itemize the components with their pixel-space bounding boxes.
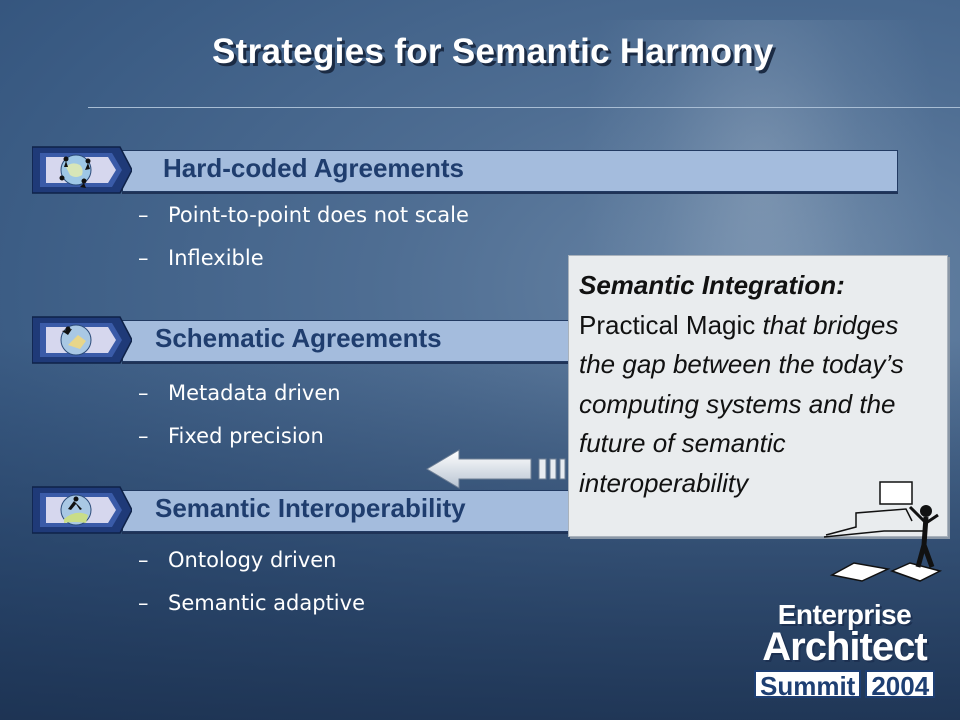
bullet-text: Semantic adaptive — [168, 591, 365, 615]
section-label: Semantic Interoperability — [155, 493, 466, 523]
section-label: Schematic Agreements — [155, 323, 442, 353]
bullet-dash: – — [138, 203, 149, 227]
bullet-text: Point-to-point does not scale — [168, 203, 469, 227]
globe-figures-icon — [32, 146, 132, 194]
logo-summit-text: Summit — [754, 670, 862, 700]
slide-title: Strategies for Semantic Harmony — [212, 32, 774, 71]
logo-line-summit: Summit 2004 — [754, 670, 936, 700]
bullet-text: Fixed precision — [168, 424, 324, 448]
band-bar — [122, 150, 898, 192]
bullet-dash: – — [138, 591, 149, 615]
event-logo: Enterprise Architect Summit 2004 — [752, 597, 937, 702]
section-band-hard-coded: Hard-coded Agreements — [32, 145, 898, 195]
bullet-text: Metadata driven — [168, 381, 341, 405]
bullet-dash: – — [138, 381, 149, 405]
bullet-text: Inflexible — [168, 246, 264, 270]
title-divider — [88, 107, 960, 108]
schema-figure-icon — [32, 316, 132, 364]
bullet-text: Ontology driven — [168, 548, 337, 572]
callout-title: Semantic Integration: — [579, 270, 845, 300]
bullet-dash: – — [138, 246, 149, 270]
logo-year-text: 2004 — [865, 670, 936, 700]
logo-line-enterprise: Enterprise — [777, 599, 912, 630]
left-arrow-icon — [426, 449, 566, 489]
logo-line-architect: Architect — [762, 625, 927, 669]
callout-body: that bridges the gap between the today’s… — [579, 309, 904, 498]
leaping-figure-icon — [32, 486, 132, 534]
bullet-dash: – — [138, 548, 149, 572]
callout-lead: Practical Magic — [579, 309, 756, 340]
bullet-dash: – — [138, 424, 149, 448]
magician-figure-icon — [823, 481, 943, 582]
callout-text: Semantic Integration: Practical Magic th… — [579, 266, 931, 503]
section-label: Hard-coded Agreements — [163, 153, 464, 183]
